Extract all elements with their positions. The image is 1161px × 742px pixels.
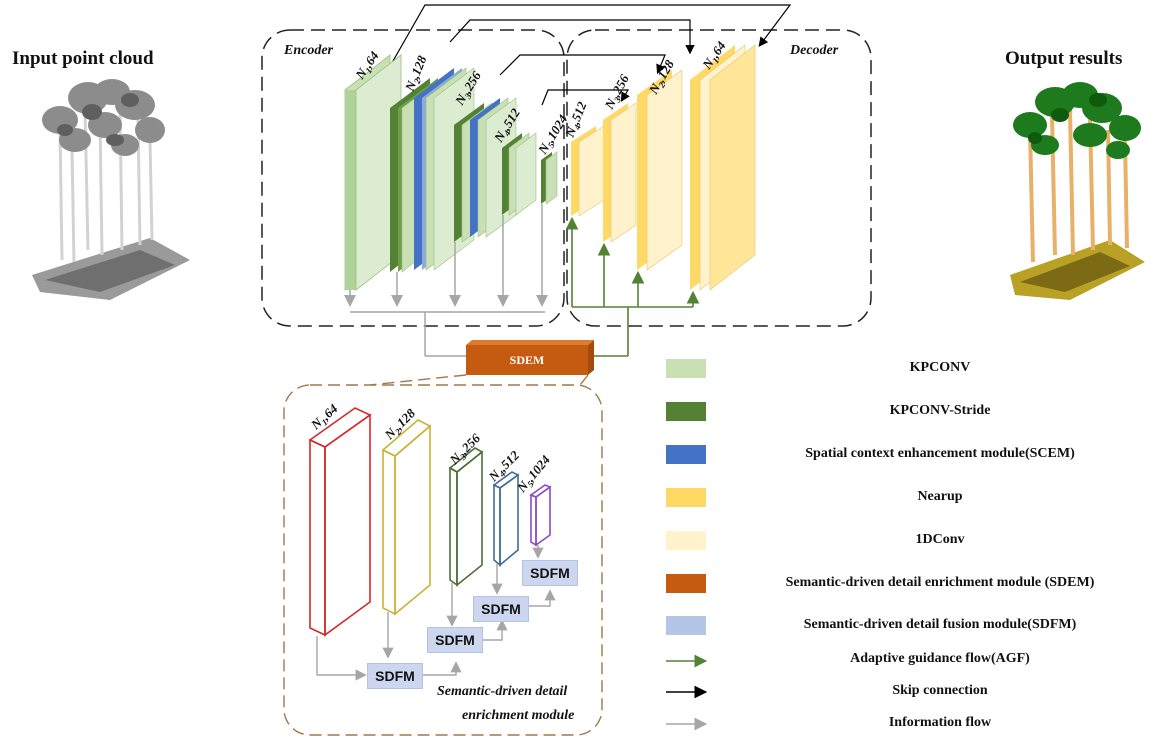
sdfm-block-4: SDFM	[522, 560, 578, 586]
information-flow-encoder	[344, 204, 548, 357]
legend-swatch-nearup	[666, 488, 706, 507]
legend-arrows	[666, 654, 708, 731]
encoder-label: Encoder	[284, 43, 333, 58]
legend-label-kpconv-stride: KPCONV-Stride	[889, 403, 991, 418]
legend-swatch-scem	[666, 445, 706, 464]
sdem-block: SDEM	[466, 340, 594, 375]
sdem-information-flow	[316, 545, 556, 681]
sdfm-block-2: SDFM	[427, 627, 483, 653]
input-point-cloud-title: Input point cloud	[12, 48, 154, 69]
output-results-title: Output results	[1005, 48, 1123, 69]
sdem-module-title-line1: Semantic-driven detail	[437, 684, 568, 699]
sdem-feature-frames	[308, 407, 552, 637]
decoder-label: Decoder	[790, 43, 839, 58]
skip-connections	[384, 4, 792, 106]
legend-label-skip: Skip connection	[892, 683, 988, 698]
sdem-module-title-line2: enrichment module	[462, 708, 575, 723]
sdem-label: SDEM	[510, 353, 545, 367]
legend-swatch-kpconv	[666, 359, 706, 378]
legend-swatch-sdfm	[666, 616, 706, 635]
decoder-frame	[566, 29, 872, 327]
sdfm-block-3: SDFM	[473, 596, 529, 622]
sdem-expansion-frame	[283, 374, 603, 736]
legend-swatch-1dconv	[666, 531, 706, 550]
legend-label-1dconv: 1DConv	[915, 532, 965, 547]
decoder-layer-label: N3,256	[601, 72, 634, 114]
input-point-cloud-image	[32, 79, 190, 300]
encoder-blocks	[344, 54, 558, 291]
encoder-frame	[261, 29, 565, 327]
decoder-blocks	[571, 44, 756, 291]
legend-swatch-sdem	[666, 574, 706, 593]
legend-label-scem: Spatial context enhancement module(SCEM)	[805, 446, 1075, 461]
legend-label-agf: Adaptive guidance flow(AGF)	[850, 651, 1030, 666]
legend-label-sdfm: Semantic-driven detail fusion module(SDF…	[803, 617, 1077, 632]
legend-label-nearup: Nearup	[917, 489, 963, 504]
legend-swatch-kpconv-stride	[666, 402, 706, 421]
output-results-image	[1010, 82, 1145, 300]
legend-label-sdem: Semantic-driven detail enrichment module…	[785, 575, 1095, 590]
sdem-layer-label: N2,128	[381, 405, 420, 444]
sdfm-block-1: SDFM	[367, 663, 423, 689]
legend-label-info-flow: Information flow	[888, 715, 992, 730]
legend-label-kpconv: KPCONV	[909, 360, 971, 375]
